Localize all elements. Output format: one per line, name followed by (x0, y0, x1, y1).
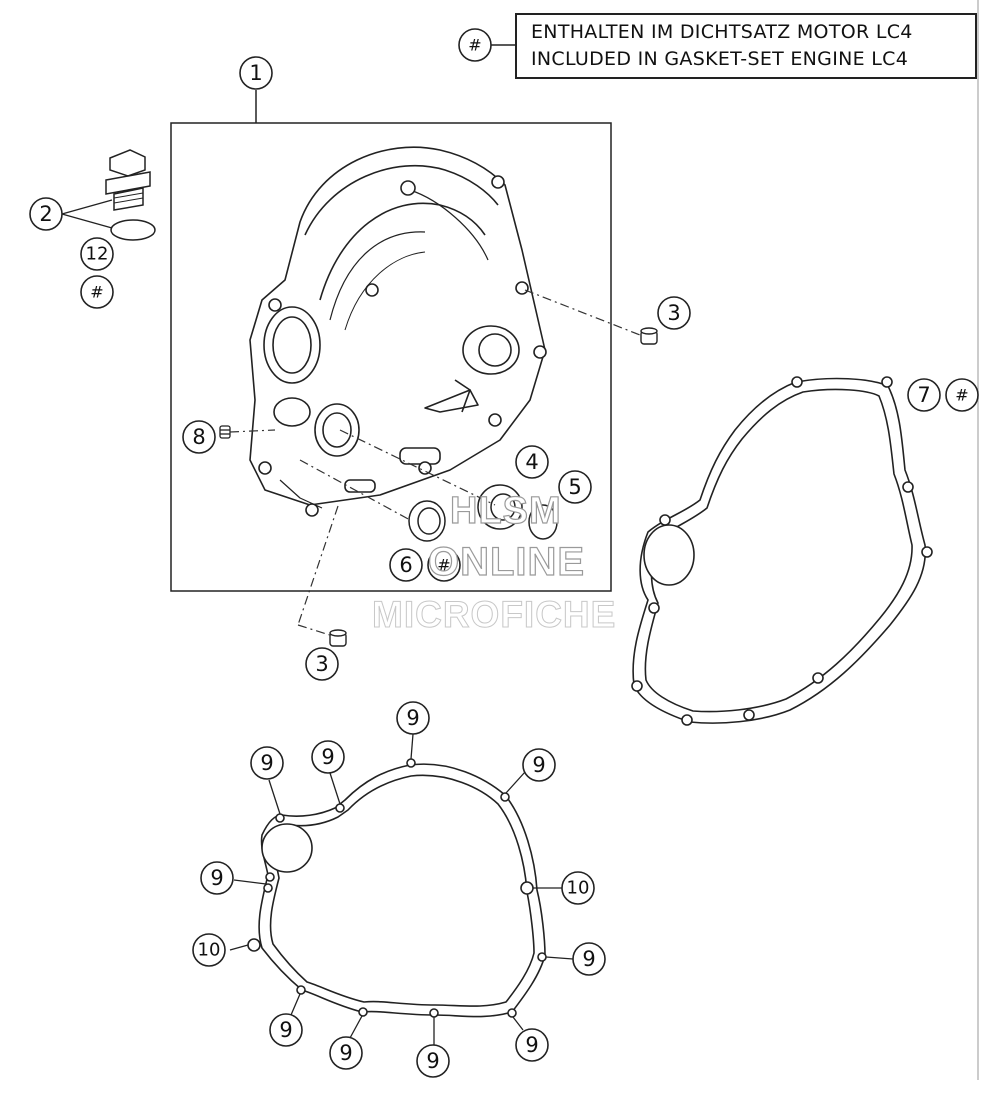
callout-10-circle (192, 933, 226, 967)
callout-4-label: 4 (525, 450, 538, 474)
dowel-pin-lower-drawing (329, 629, 347, 647)
callout-9-circle (396, 701, 430, 735)
watermark-line-1: HLSM (449, 489, 562, 532)
callout-7-hash-circle (945, 378, 979, 412)
callout-3-lower-label: 3 (315, 652, 328, 676)
callout-9-circle (522, 748, 556, 782)
callout-6-label: 6 (399, 553, 412, 577)
callout-9-label: 9 (279, 1018, 292, 1042)
callout-9-circle (572, 942, 606, 976)
callout-9-label: 9 (426, 1049, 439, 1073)
callout-9-label: 9 (406, 706, 419, 730)
bearing-drawing (477, 484, 558, 540)
callout-9-label: 9 (210, 866, 223, 890)
callout-6-hash-circle (427, 548, 461, 582)
leader-line-2b (61, 213, 113, 229)
shaft-seal-drawing (408, 500, 446, 542)
callout-6-hash-label: # (437, 556, 450, 575)
callout-2-hash-circle (80, 275, 114, 309)
callout-9-label: 9 (525, 1033, 538, 1057)
legend-box: ENTHALTEN IM DICHTSATZ MOTOR LC4 INCLUDE… (515, 13, 977, 79)
callout-9-circle (329, 1036, 363, 1070)
alignment-lines (229, 289, 641, 637)
callout-3-upper-circle (657, 296, 691, 330)
callout-8-label: 8 (192, 425, 205, 449)
callout-9-circle (250, 746, 284, 780)
dowel-pin-upper-drawing (640, 327, 658, 345)
callout-3-upper-label: 3 (667, 301, 680, 325)
callout-9-circle (416, 1044, 450, 1078)
callout-5-label: 5 (568, 475, 581, 499)
gasket-leaders (229, 733, 574, 1045)
watermark-line-3: MICROFICHE (371, 594, 617, 636)
callout-9-label: 9 (339, 1041, 352, 1065)
callout-9-circle (269, 1013, 303, 1047)
callout-8-circle (182, 420, 216, 454)
callout-2-hash-label: # (90, 283, 103, 302)
callout-10-label: 10 (198, 940, 221, 961)
callout-1-circle (239, 56, 273, 90)
screw-plug-drawing (219, 425, 231, 439)
oil-plug-drawing (105, 149, 156, 241)
callout-4-circle (515, 445, 549, 479)
leader-line-2a (61, 199, 113, 215)
callout-6-circle (389, 548, 423, 582)
callout-3-lower-circle (305, 647, 339, 681)
clutch-cover-drawing (249, 146, 547, 517)
callout-9-label: 9 (532, 753, 545, 777)
callout-9-circle (200, 861, 234, 895)
callout-7-label: 7 (917, 383, 930, 407)
gasket-bottom-drawing (247, 758, 547, 1018)
callout-10-circle (561, 871, 595, 905)
callout-12-label: 12 (86, 244, 109, 265)
callout-2-label: 2 (39, 202, 52, 226)
callout-2-circle (29, 197, 63, 231)
callout-12-circle (80, 237, 114, 271)
callout-9-circle (515, 1028, 549, 1062)
watermark-line-2: ONLINE (427, 539, 586, 584)
callout-1-label: 1 (249, 61, 262, 85)
callout-9-circle (311, 740, 345, 774)
legend-line-de: ENTHALTEN IM DICHTSATZ MOTOR LC4 (531, 21, 913, 43)
legend-hash-label: # (468, 36, 481, 55)
gasket-7-drawing (631, 376, 933, 726)
callout-9-label: 9 (321, 745, 334, 769)
legend-line-en: INCLUDED IN GASKET-SET ENGINE LC4 (531, 48, 909, 70)
callout-5-circle (558, 470, 592, 504)
callout-10-label: 10 (567, 878, 590, 899)
callout-7-hash-label: # (955, 386, 968, 405)
callout-7-circle (907, 378, 941, 412)
clutch-cover-frame (170, 122, 612, 592)
callout-9-label: 9 (260, 751, 273, 775)
callout-9-label: 9 (582, 947, 595, 971)
